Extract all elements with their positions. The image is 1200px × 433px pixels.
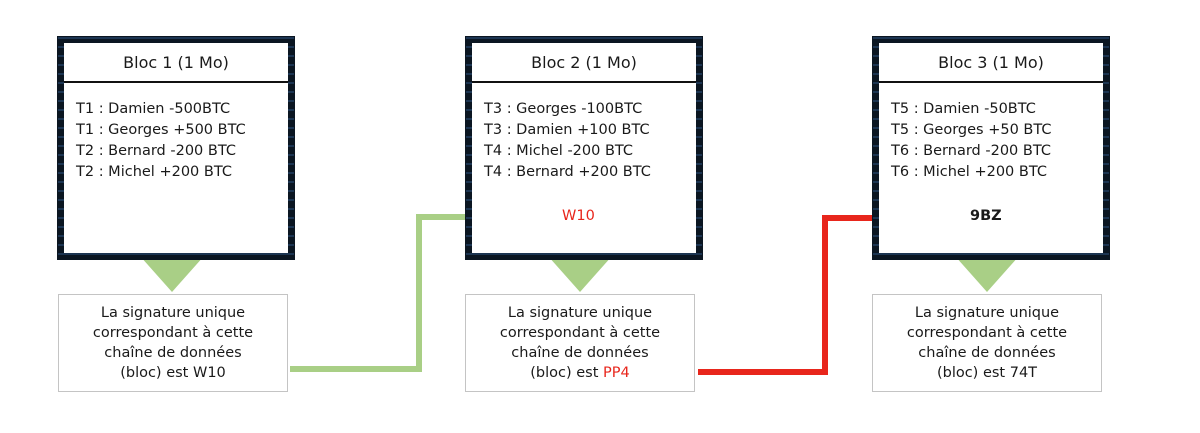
transaction: T4 : Michel -200 BTC [484,143,634,159]
signature-box-2: La signature unique correspondant à cett… [465,294,695,392]
signature-line: La signature unique [507,305,653,321]
transaction: T1 : Georges +500 BTC [76,122,246,138]
signature-prefix: (bloc) est [120,365,193,381]
transaction: T3 : Damien +100 BTC [484,122,650,138]
transaction: T5 : Georges +50 BTC [891,122,1052,138]
block-1-title: Bloc 1 (1 Mo) [64,43,288,83]
block-3-transactions: T5 : Damien -50BTC T5 : Georges +50 BTC … [879,83,1103,183]
signature-line: correspondant à cette [906,325,1068,341]
transaction: T2 : Michel +200 BTC [76,164,232,180]
signature-line: (bloc) est PP4 [466,363,694,383]
transaction: T4 : Bernard +200 BTC [484,164,651,180]
transaction: T6 : Bernard -200 BTC [891,143,1051,159]
signature-line: La signature unique [914,305,1060,321]
block-3-title: Bloc 3 (1 Mo) [879,43,1103,83]
signature-hash: PP4 [603,365,630,381]
transaction: T2 : Bernard -200 BTC [76,143,236,159]
block-2-prev-hash: W10 [562,208,595,224]
signature-hash: W10 [192,365,226,381]
signature-line: (bloc) est W10 [59,363,287,383]
transaction: T3 : Georges -100BTC [484,101,643,117]
signature-box-1: La signature unique correspondant à cett… [58,294,288,392]
signature-prefix: (bloc) est [936,365,1010,381]
signature-hash: 74T [1009,365,1038,381]
block-1-card: Bloc 1 (1 Mo) T1 : Damien -500BTC T1 : G… [64,43,288,253]
signature-line: (bloc) est 74T [873,363,1101,383]
block-2: Bloc 2 (1 Mo) T3 : Georges -100BTC T3 : … [465,36,703,260]
signature-line: La signature unique [100,305,246,321]
transaction: T5 : Damien -50BTC [891,101,1036,117]
block-2-transactions: T3 : Georges -100BTC T3 : Damien +100 BT… [472,83,696,183]
signature-line: chaîne de données [918,345,1056,361]
signature-box-3: La signature unique correspondant à cett… [872,294,1102,392]
block-3: Bloc 3 (1 Mo) T5 : Damien -50BTC T5 : Ge… [872,36,1110,260]
block-3-prev-hash: 9BZ [970,208,1002,224]
block-1: Bloc 1 (1 Mo) T1 : Damien -500BTC T1 : G… [57,36,295,260]
signature-line: correspondant à cette [499,325,661,341]
block-2-title: Bloc 2 (1 Mo) [472,43,696,83]
block-2-card: Bloc 2 (1 Mo) T3 : Georges -100BTC T3 : … [472,43,696,253]
signature-line: chaîne de données [511,345,649,361]
transaction: T1 : Damien -500BTC [76,101,231,117]
block-3-card: Bloc 3 (1 Mo) T5 : Damien -50BTC T5 : Ge… [879,43,1103,253]
signature-line: chaîne de données [104,345,242,361]
signature-prefix: (bloc) est [530,365,604,381]
signature-line: correspondant à cette [92,325,254,341]
block-1-transactions: T1 : Damien -500BTC T1 : Georges +500 BT… [64,83,288,183]
transaction: T6 : Michel +200 BTC [891,164,1047,180]
